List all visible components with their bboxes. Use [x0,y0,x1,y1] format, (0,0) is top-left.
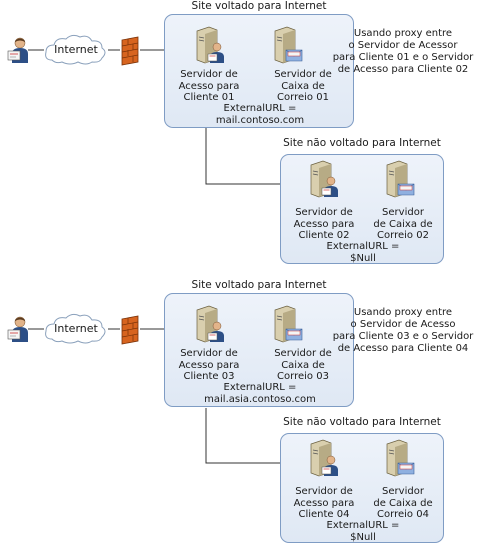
external-url-label: ExternalURL = mail.asia.contoso.com [204,382,316,405]
external-url-label: ExternalURL = $Null [326,241,400,264]
mailbox-server-label: Servidor de Caixa de Correio 01 [274,69,332,103]
mailbox-server-label: Servidor de Caixa de Correio 03 [274,348,332,382]
client-access-server-icon [305,159,341,199]
client-access-server-label: Servidor de Acesso para Cliente 03 [178,348,240,382]
internet-facing-site-box: Servidor de Acesso para Cliente 01 Servi… [164,14,354,128]
internet-label: Internet [54,322,98,335]
mailbox-server-icon [269,304,305,344]
non-internet-site-title: Site não voltado para Internet [283,137,441,149]
internet-site-title: Site voltado para Internet [191,0,327,12]
proxy-note: Usando proxy entre o Servidor de Acessor… [332,28,474,75]
mailbox-server-label: Servidor de Caixa de Correio 02 [373,207,433,241]
mailbox-server-icon [381,438,417,478]
firewall-icon [119,315,141,345]
diagram-2: Site voltado para Internet Internet [0,279,479,546]
internet-site-title: Site voltado para Internet [191,279,327,291]
firewall-icon [119,36,141,66]
mailbox-server-icon [381,159,417,199]
non-internet-facing-site-box: Servidor de Acesso para Cliente 04 Servi… [280,433,444,543]
external-url-label: ExternalURL = mail.contoso.com [215,103,305,126]
internet-facing-site-box: Servidor de Acesso para Cliente 03 Servi… [164,293,354,407]
mailbox-server-icon [269,25,305,65]
client-access-server-label: Servidor de Acesso para Cliente 01 [178,69,240,103]
client-access-server-label: Servidor de Acesso para Cliente 04 [293,486,355,520]
client-access-server-icon [191,25,227,65]
mailbox-server-label: Servidor de Caixa de Correio 04 [373,486,433,520]
non-internet-facing-site-box: Servidor de Acesso para Cliente 02 Servi… [280,154,444,264]
client-access-server-icon [191,304,227,344]
internet-cloud-icon [42,32,110,68]
user-icon [6,36,30,64]
non-internet-site-title: Site não voltado para Internet [283,416,441,428]
client-access-server-label: Servidor de Acesso para Cliente 02 [293,207,355,241]
external-url-label: ExternalURL = $Null [326,520,400,543]
internet-cloud-icon [42,311,110,347]
internet-label: Internet [54,43,98,56]
proxy-note: Usando proxy entre o Servidor de Acesso … [332,307,474,354]
user-icon [6,315,30,343]
diagram-1: Site voltado para Internet Internet [0,0,479,270]
client-access-server-icon [305,438,341,478]
